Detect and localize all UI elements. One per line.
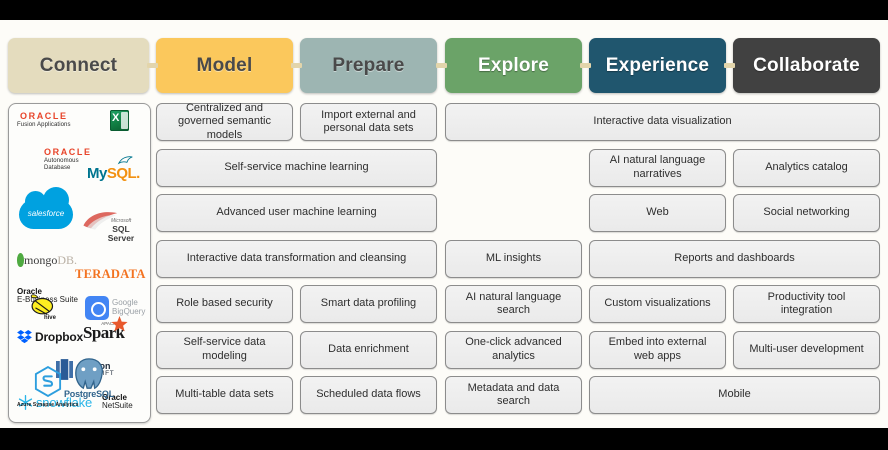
- microsoft-label: Microsoft: [111, 218, 132, 224]
- oracle-netsuite-logo: Oracle NetSuite: [102, 393, 133, 411]
- capability-card[interactable]: Interactive data visualization: [445, 103, 880, 141]
- netsuite-label: NetSuite: [102, 401, 133, 411]
- stage-connector-4: [580, 63, 591, 68]
- capability-card[interactable]: Centralized and governed semantic models: [156, 102, 293, 141]
- snowflake-wordmark: snowflake: [36, 394, 93, 410]
- teradata-logo: TERADATA: [75, 266, 146, 283]
- capability-card[interactable]: One-click advanced analytics: [445, 330, 582, 369]
- capability-card[interactable]: AI natural language search: [445, 285, 582, 323]
- oracle-label: Oracle: [102, 393, 127, 402]
- capability-card[interactable]: Self-service machine learning: [156, 148, 437, 187]
- data-source-logos-panel: ORACLE Fusion Applications ORACLE Autono…: [8, 103, 151, 423]
- azure-synapse-label: Azure Synapse Analytics: [17, 401, 79, 408]
- mongo-db-text: DB.: [57, 253, 78, 267]
- capability-card[interactable]: Web: [589, 194, 726, 232]
- google-label: Google: [112, 298, 138, 308]
- sql-server-wordmark: SQL Server: [107, 224, 135, 243]
- capability-card[interactable]: Metadata and data search: [445, 376, 582, 414]
- salesforce-wordmark: salesforce: [27, 209, 65, 218]
- capability-card[interactable]: Self-service data modeling: [156, 330, 293, 369]
- capability-card[interactable]: Interactive data transformation and clea…: [156, 239, 437, 278]
- azure-synapse-analytics-logo: Azure Synapse Analytics: [17, 365, 79, 408]
- mongo-text: mongo: [24, 253, 58, 267]
- stage-header-prepare[interactable]: Prepare: [300, 38, 437, 93]
- stage-header-explore[interactable]: Explore: [445, 38, 582, 93]
- sql-server-swoosh-icon: [83, 212, 118, 230]
- dropbox-logo: Dropbox: [17, 330, 83, 344]
- stage-header-experience[interactable]: Experience: [589, 38, 726, 93]
- capability-card[interactable]: Role based security: [156, 285, 293, 323]
- postgresql-wordmark: PostgreSQL: [64, 388, 115, 399]
- stage-connector-1: [147, 63, 158, 68]
- capability-card[interactable]: Productivity tool integration: [733, 285, 880, 323]
- excel-icon: [110, 110, 129, 131]
- bigquery-icon: [85, 296, 109, 320]
- capability-card[interactable]: ML insights: [445, 239, 582, 278]
- stage-header-connect[interactable]: Connect: [8, 38, 149, 93]
- capability-card[interactable]: Reports and dashboards: [589, 239, 880, 278]
- redshift-icon: [56, 359, 73, 380]
- bigquery-label: BigQuery: [112, 307, 146, 316]
- capability-card[interactable]: Data enrichment: [300, 330, 437, 369]
- dropbox-icon: [17, 330, 32, 344]
- capability-card[interactable]: Import external and personal data sets: [300, 103, 437, 141]
- capability-card[interactable]: Embed into external web apps: [589, 330, 726, 369]
- oracle-fusion-applications-logo: ORACLE Fusion Applications: [17, 111, 71, 129]
- capability-card[interactable]: Multi-user development: [733, 330, 880, 369]
- oracle-wordmark: ORACLE: [20, 111, 68, 121]
- salesforce-cloud-icon: salesforce: [19, 187, 73, 229]
- apache-spark-logo: APACHE Spark: [83, 316, 128, 343]
- capability-card[interactable]: Custom visualizations: [589, 285, 726, 323]
- salesforce-logo: salesforce: [19, 187, 73, 229]
- microsoft-excel-logo: [110, 110, 129, 131]
- google-bigquery-logo: Google BigQuery: [85, 296, 145, 320]
- hive-bee-icon: hive: [30, 294, 57, 321]
- apache-label: APACHE: [101, 321, 120, 326]
- mysql-sql-text: SQL.: [106, 165, 141, 182]
- oracle-wordmark: ORACLE: [44, 147, 92, 157]
- stage-connector-5: [724, 63, 735, 68]
- mysql-logo: MySQL.: [87, 156, 141, 183]
- apache-hive-logo: hive: [27, 292, 61, 327]
- svg-text:hive: hive: [44, 315, 57, 321]
- capability-card[interactable]: AI natural language narratives: [589, 148, 726, 187]
- teradata-wordmark: TERADATA: [75, 267, 146, 281]
- postgresql-elephant-icon: [75, 358, 103, 390]
- stage-header-model[interactable]: Model: [156, 38, 293, 93]
- dropbox-wordmark: Dropbox: [35, 329, 83, 344]
- oracle-label: Oracle: [17, 287, 42, 296]
- azure-synapse-icon: [34, 365, 61, 398]
- mongodb-leaf-icon: [17, 253, 24, 267]
- mysql-dolphin-icon: [117, 156, 133, 165]
- capability-card[interactable]: Mobile: [589, 376, 880, 414]
- spark-wordmark: Spark: [83, 323, 125, 342]
- microsoft-sql-server-logo: Microsoft SQL Server: [81, 209, 141, 242]
- mongodb-logo: mongoDB.: [17, 252, 77, 269]
- capability-card[interactable]: Social networking: [733, 194, 880, 232]
- spark-star-icon: [111, 316, 128, 332]
- stage-connector-2: [291, 63, 302, 68]
- capability-card[interactable]: Advanced user machine learning: [156, 194, 437, 232]
- stage-header-collaborate[interactable]: Collaborate: [733, 38, 880, 93]
- stage-connector-3: [436, 63, 447, 68]
- snowflake-icon: [18, 395, 33, 410]
- capability-card[interactable]: Scheduled data flows: [300, 376, 437, 414]
- capability-card[interactable]: Smart data profiling: [300, 285, 437, 323]
- capability-card[interactable]: Multi-table data sets: [156, 376, 293, 414]
- postgresql-logo: PostgreSQL: [64, 357, 114, 399]
- oracle-fusion-sublabel: Fusion Applications: [17, 122, 71, 129]
- capability-card[interactable]: Analytics catalog: [733, 148, 880, 187]
- mysql-my-text: My: [87, 165, 107, 182]
- snowflake-logo: snowflake: [17, 394, 92, 411]
